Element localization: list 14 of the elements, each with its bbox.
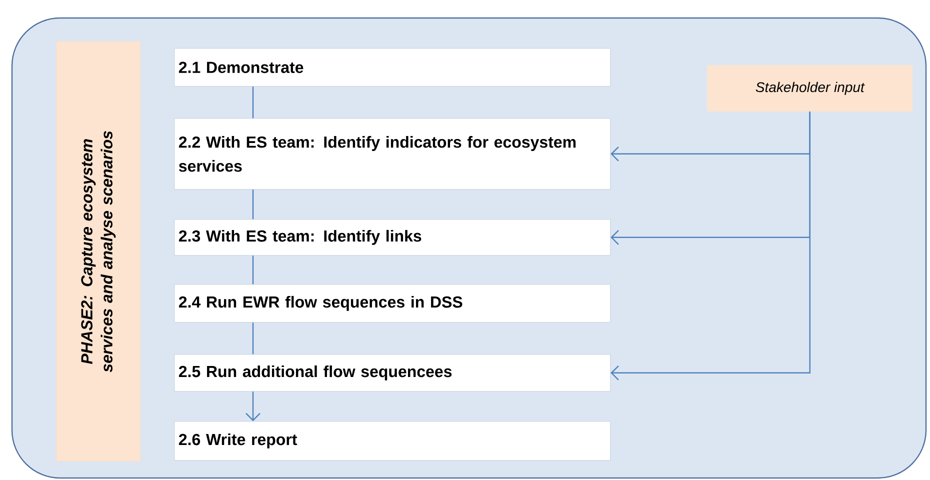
connector-line xyxy=(252,86,254,118)
phase-label: PHASE2: Capture ecosystem services and analyse scenarios xyxy=(56,41,141,462)
arrow xyxy=(246,392,260,422)
step-box: 2.6 Write report xyxy=(174,421,611,461)
arrow xyxy=(610,112,810,380)
connector-line xyxy=(252,190,254,220)
step-box: 2.3 With ES team: Identify links xyxy=(174,219,611,256)
step-box: 2.4 Run EWR flow sequences in DSS xyxy=(174,284,611,323)
step-box: 2.1 Demonstrate xyxy=(174,48,611,87)
input-box: Stakeholder input xyxy=(707,65,913,112)
step-box: 2.5 Run additional flow sequencees xyxy=(174,354,611,392)
connector-line xyxy=(252,256,254,284)
step-box: 2.2 With ES team: Identify indicators for ecosystem services xyxy=(174,118,611,190)
connector-line xyxy=(252,322,254,354)
